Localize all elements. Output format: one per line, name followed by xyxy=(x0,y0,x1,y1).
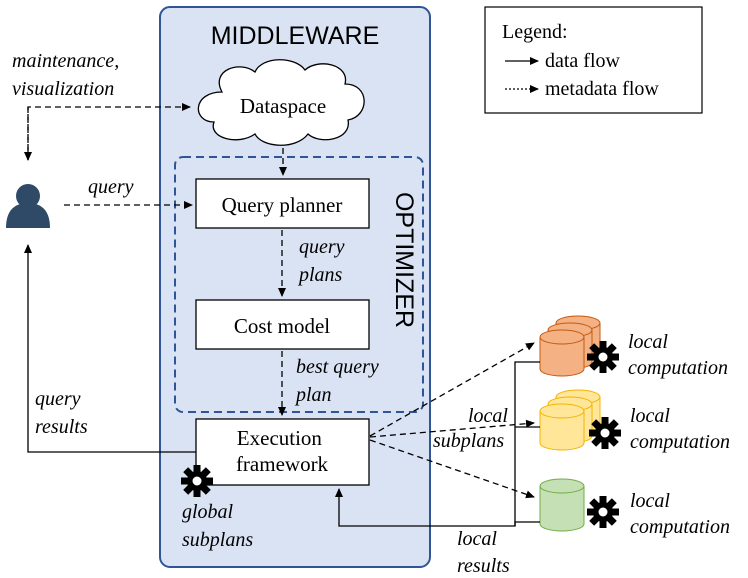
database-yellow-stack xyxy=(539,389,601,451)
best-query-plan-annotation: best query plan xyxy=(294,356,384,406)
global-subplans-annotation: global subplans xyxy=(182,501,253,551)
dataspace-label: Dataspace xyxy=(240,94,326,118)
optimizer-title: OPTIMIZER xyxy=(390,192,418,328)
maintenance-annotation: maintenance, visualization xyxy=(12,50,124,100)
local-gear-icon-2 xyxy=(589,417,621,449)
global-gear-icon xyxy=(181,465,213,497)
local-results-arrow xyxy=(335,488,540,527)
legend-data-flow-label: data flow xyxy=(545,50,621,72)
query-results-arrow xyxy=(24,244,196,453)
execution-label-line2: framework xyxy=(236,452,329,476)
query-plans-annotation: query plans xyxy=(297,236,350,286)
database-red-stack xyxy=(539,315,601,377)
local-results-line-red xyxy=(514,361,540,526)
legend-metadata-flow-label: metadata flow xyxy=(545,78,659,100)
query-planner-box xyxy=(195,178,370,229)
local-computation-annotation-3: local computation xyxy=(630,490,730,538)
middleware-title: MIDDLEWARE xyxy=(211,22,380,50)
execution-framework-box xyxy=(195,418,370,486)
subplan-arrow-yellow xyxy=(369,419,535,438)
local-gear-icon-3 xyxy=(587,496,619,528)
legend-title: Legend: xyxy=(502,21,568,43)
local-computation-annotation-2: local computation xyxy=(630,405,730,453)
execution-label-line1: Execution xyxy=(237,426,323,450)
subplan-arrow-green xyxy=(369,439,535,499)
dataspace-cloud: Dataspace xyxy=(197,59,365,146)
database-green xyxy=(539,478,585,532)
query-planner-label: Query planner xyxy=(222,193,343,217)
legend-box xyxy=(484,6,703,114)
cost-model-label: Cost model xyxy=(234,314,330,338)
local-results-annotation: local results xyxy=(457,528,510,577)
query-annotation: query xyxy=(88,176,134,198)
optimizer-container xyxy=(174,156,424,413)
local-computation-annotation-1: local computation xyxy=(628,331,728,379)
local-subplans-annotation: local subplans xyxy=(433,405,513,452)
user-icon xyxy=(6,184,50,228)
subplan-arrow-red xyxy=(369,342,535,437)
local-gear-icon-1 xyxy=(587,341,619,373)
cost-model-box xyxy=(195,299,370,350)
query-results-annotation: query results xyxy=(35,388,88,438)
execution-framework-label: Execution framework xyxy=(236,426,329,476)
